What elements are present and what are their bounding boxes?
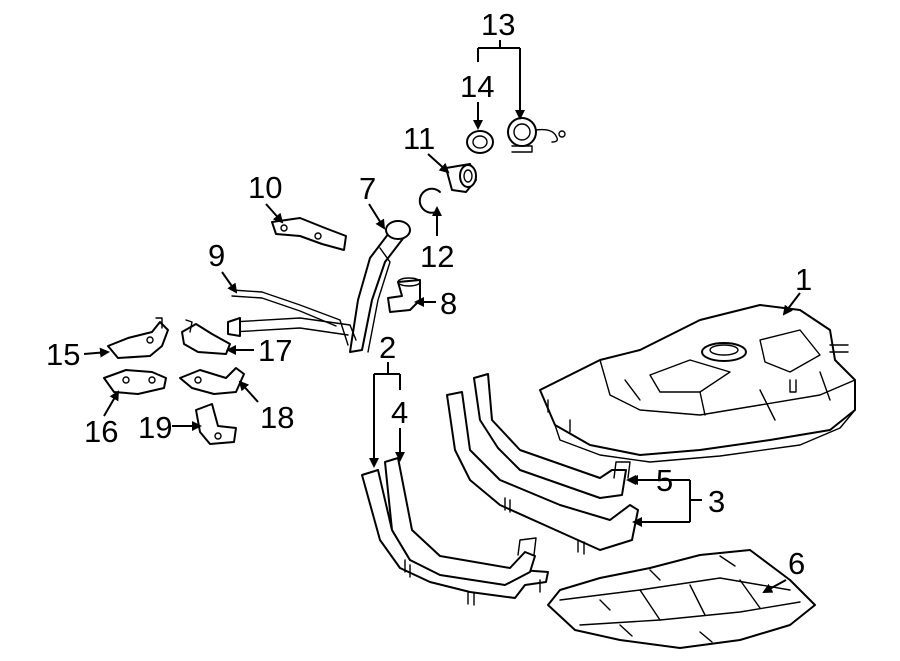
callout-19: 19 (138, 410, 172, 445)
filler-neck-grommet (445, 163, 477, 193)
callout-2: 2 (379, 330, 396, 365)
fuel-cap (507, 117, 566, 153)
bracket-15 (107, 317, 169, 359)
tank-strap-front (361, 457, 549, 606)
callout-15: 15 (46, 337, 80, 372)
cap-gasket (466, 130, 494, 154)
callout-17: 17 (258, 333, 292, 368)
retainer-ring (418, 187, 441, 214)
callout-9: 9 (208, 238, 225, 273)
bracket-16 (103, 369, 167, 395)
bracket-17 (181, 319, 231, 355)
tank-protector-plate (547, 549, 816, 649)
filler-hose-elbow (387, 277, 421, 313)
filler-pipe-bracket (271, 217, 347, 251)
callout-18: 18 (260, 400, 294, 435)
callout-12: 12 (420, 239, 454, 274)
callout-labels: 1 2 3 4 5 6 7 8 9 10 11 12 13 14 15 16 1… (46, 7, 812, 581)
bracket-18 (179, 367, 245, 395)
callout-10: 10 (248, 170, 282, 205)
callout-3: 3 (708, 484, 725, 519)
callout-14: 14 (460, 69, 494, 104)
leader-lines (83, 40, 801, 593)
callout-7: 7 (359, 171, 376, 206)
callout-8: 8 (440, 286, 457, 321)
callout-6: 6 (788, 546, 805, 581)
callout-11: 11 (403, 121, 435, 156)
callout-1: 1 (795, 262, 812, 297)
callout-16: 16 (84, 414, 118, 449)
tank-strap-rear (446, 373, 639, 555)
breather-tube (227, 289, 349, 346)
fuel-tank (539, 304, 856, 463)
callout-5: 5 (656, 463, 673, 498)
callout-4: 4 (391, 395, 408, 430)
bracket-19 (195, 403, 237, 445)
callout-13: 13 (481, 7, 515, 42)
